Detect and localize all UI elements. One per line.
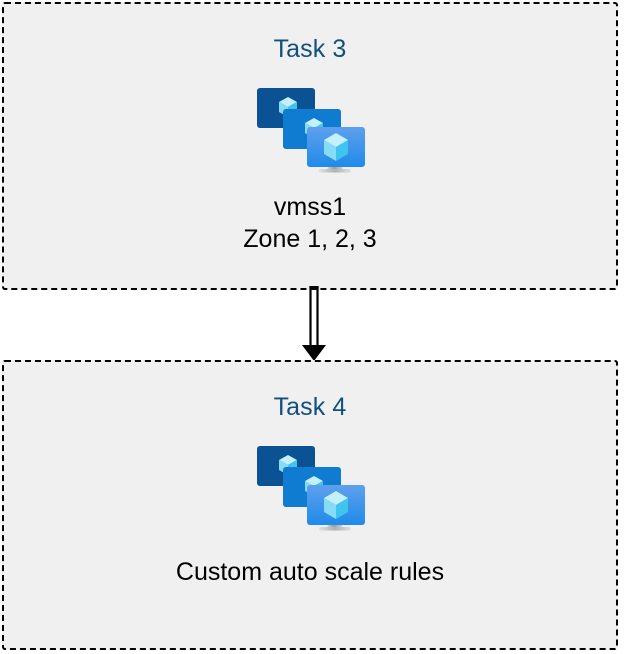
azure-vm-scale-set-icon [255, 440, 365, 535]
connector-arrow-task3-to-task4 [296, 286, 332, 362]
task-3-title: Task 3 [273, 35, 347, 63]
task-node-task-3[interactable]: Task 3 [2, 2, 618, 290]
task-node-task-4[interactable]: Task 4 [2, 360, 618, 650]
task-3-labels: vmss1 Zone 1, 2, 3 [243, 191, 376, 255]
task-4-labels: Custom auto scale rules [176, 556, 444, 588]
task-4-label-line-1: Custom auto scale rules [175, 558, 445, 586]
task-3-label-line-2: Zone 1, 2, 3 [243, 225, 377, 253]
azure-vm-scale-set-icon [255, 82, 365, 177]
task-3-label-line-1: vmss1 [273, 193, 347, 221]
task-4-title: Task 4 [273, 393, 347, 421]
